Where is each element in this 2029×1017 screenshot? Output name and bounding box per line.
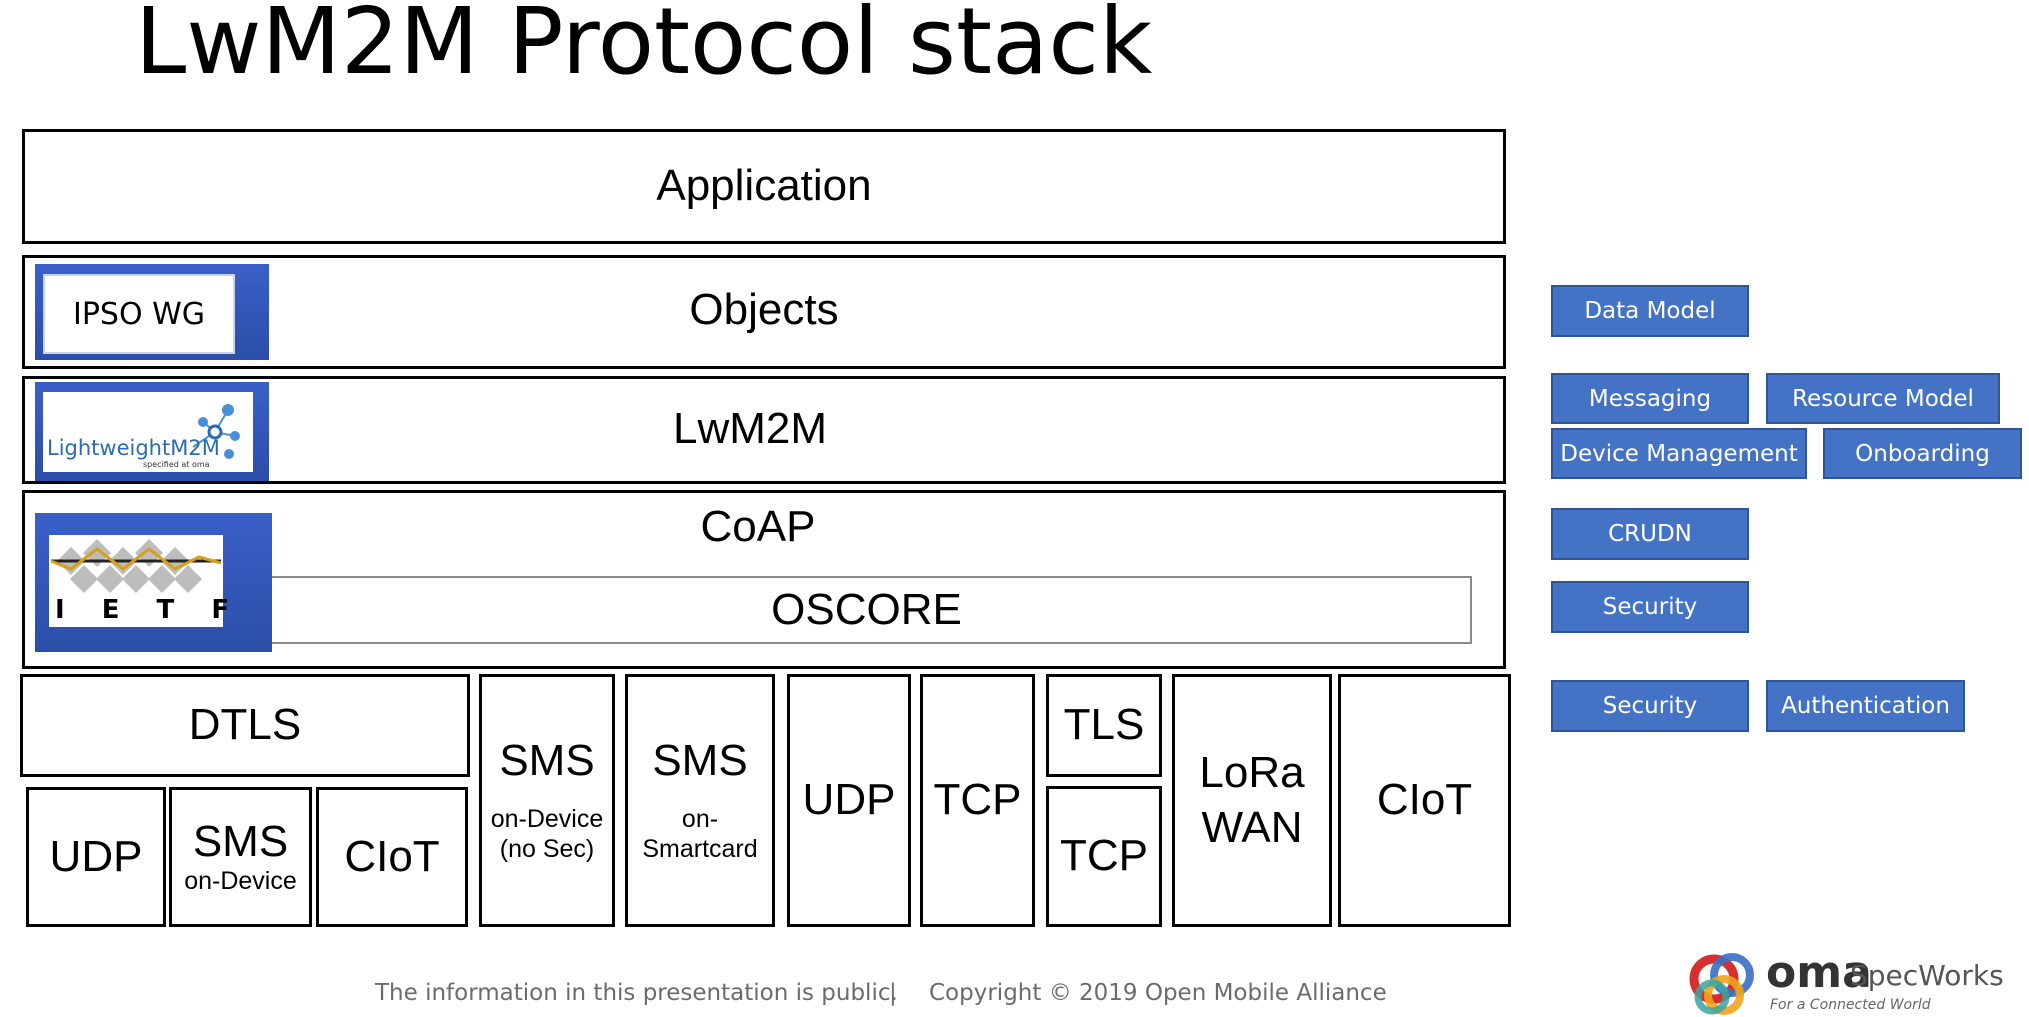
sms-no-sec-label: SMS (499, 736, 595, 786)
oscore-sublayer: OSCORE (261, 576, 1472, 644)
ietf-diamonds-icon (50, 539, 222, 593)
tcp-under-tls-label: TCP (1060, 831, 1148, 881)
udp-box: UDP (787, 674, 911, 927)
sms-no-sec-box: SMS on-Device (no Sec) (479, 674, 615, 927)
ciot-box: CIoT (1338, 674, 1511, 927)
oma-logo-tagline: For a Connected World (1770, 997, 1931, 1013)
sms-no-sec-sublabel-2: (no Sec) (499, 834, 595, 863)
udp-under-dtls-box: UDP (26, 787, 166, 927)
ietf-logo: I E T F (35, 513, 272, 652)
sms-no-sec-sublabel-1: on-Device (490, 804, 604, 833)
ipso-logo: IPSO WG (35, 264, 269, 360)
ciot-under-dtls-box: CIoT (316, 787, 468, 927)
page-title: LwM2M Protocol stack (135, 0, 1153, 95)
tag-security-oscore: Security (1551, 581, 1749, 633)
objects-label: Objects (689, 285, 839, 334)
dtls-box: DTLS (20, 674, 470, 777)
ciot-under-dtls-label: CIoT (344, 831, 440, 881)
footer-public-notice: The information in this presentation is … (375, 980, 898, 1006)
oma-logo-name: oma (1766, 947, 1872, 998)
coap-label: CoAP (700, 502, 816, 551)
lightweightm2m-logo-text: LightweightM2M (47, 436, 220, 460)
sms-smartcard-sublabel-2: Smartcard (642, 834, 758, 863)
oscore-label: OSCORE (771, 585, 962, 634)
footer-copyright: Copyright © 2019 Open Mobile Alliance (929, 980, 1387, 1006)
network-nodes-icon (192, 404, 240, 459)
lorawan-box: LoRa WAN (1172, 674, 1332, 927)
tag-messaging: Messaging (1551, 373, 1749, 424)
sms-smartcard-label: SMS (652, 736, 748, 786)
lightweightm2m-logo: LightweightM2M specified at oma (35, 382, 269, 481)
objects-layer: IPSO WG Objects (22, 255, 1506, 369)
sms-on-device-label: SMS (192, 816, 289, 866)
dtls-label: DTLS (188, 700, 302, 750)
tls-box: TLS (1046, 674, 1162, 777)
tag-crudn: CRUDN (1551, 508, 1749, 560)
oma-logo-name-2: SpecWorks (1850, 959, 2004, 992)
ipso-logo-text: IPSO WG (72, 296, 206, 332)
tcp-under-tls-box: TCP (1046, 786, 1162, 927)
oma-rings-icon (1689, 953, 1754, 1015)
coap-layer: CoAP OSCORE I E (22, 490, 1506, 669)
udp-under-dtls-label: UDP (49, 831, 143, 881)
sms-smartcard-sublabel-1: on- (681, 804, 719, 833)
lwm2m-label: LwM2M (672, 404, 828, 453)
tag-onboarding: Onboarding (1823, 428, 2022, 479)
tag-device-management: Device Management (1551, 428, 1807, 479)
tag-data-model: Data Model (1551, 285, 1749, 337)
udp-label: UDP (802, 775, 896, 825)
tag-security-transport: Security (1551, 680, 1749, 732)
oma-specworks-logo: oma SpecWorks For a Connected World (1684, 945, 2004, 1017)
sms-smartcard-box: SMS on- Smartcard (625, 674, 775, 927)
lwm2m-layer: LightweightM2M specified at oma LwM2M (22, 376, 1506, 484)
lorawan-label-1: LoRa (1199, 748, 1305, 798)
ietf-logo-text: I E T F (55, 595, 244, 625)
tls-label: TLS (1063, 700, 1145, 750)
lightweightm2m-logo-subtext: specified at oma (143, 460, 210, 469)
sms-on-device-box: SMS on-Device (169, 787, 312, 927)
tag-resource-model: Resource Model (1766, 373, 2000, 424)
tag-authentication: Authentication (1766, 680, 1965, 732)
footer-separator: | (889, 980, 897, 1006)
application-layer: Application (22, 129, 1506, 244)
application-label: Application (656, 161, 872, 210)
lorawan-label-2: WAN (1201, 802, 1303, 852)
ciot-label: CIoT (1376, 775, 1473, 825)
tcp-box: TCP (920, 674, 1035, 927)
tcp-label: TCP (933, 775, 1022, 825)
sms-on-device-sublabel: on-Device (184, 867, 297, 896)
